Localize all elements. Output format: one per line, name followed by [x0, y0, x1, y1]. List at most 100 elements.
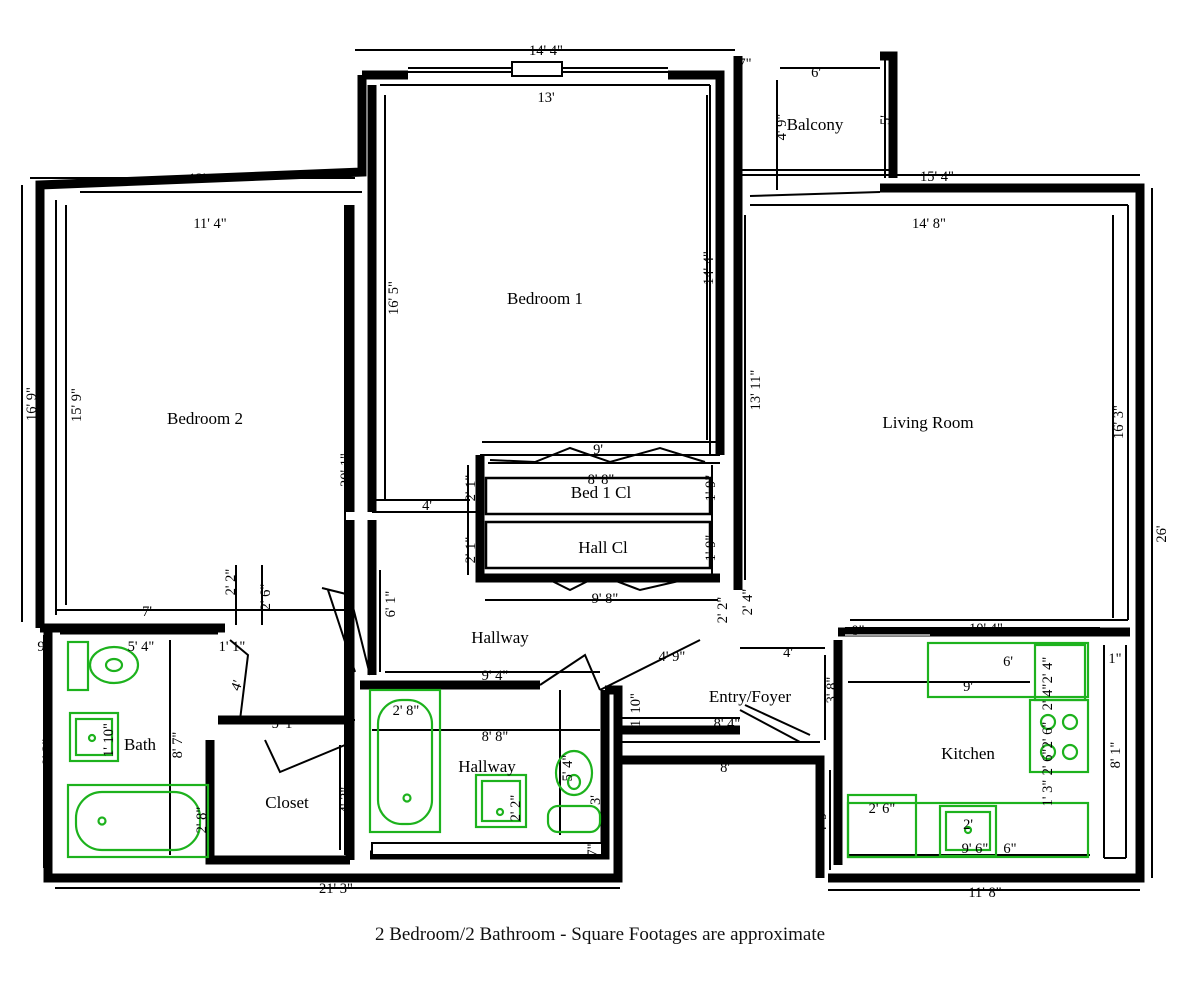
dim-label: 4'	[422, 498, 432, 514]
label-kitchen: Kitchen	[941, 744, 995, 763]
dim-label: 2' 6"	[1040, 722, 1056, 749]
dim-label: 2' 6"	[1040, 749, 1056, 776]
dim-label: 8' 8"	[588, 472, 615, 488]
dim-label: 4' 9"	[814, 807, 830, 834]
sink-bath	[68, 711, 120, 763]
bathtub-bath	[66, 783, 210, 859]
dim-label: 13' 11"	[748, 370, 764, 411]
dim-label: 13'	[537, 90, 554, 106]
label-living-room: Living Room	[882, 413, 973, 432]
dim-label: 26'	[1154, 525, 1170, 542]
dim-label: 9'	[593, 442, 603, 458]
label-hallway-main: Hallway	[471, 628, 529, 647]
dim-label: 6'	[811, 65, 821, 81]
toilet-hallway-bath	[546, 749, 602, 834]
dim-label: 2' 8"	[194, 807, 210, 834]
dim-label: 2' 6"	[258, 584, 274, 611]
label-entry-foyer: Entry/Foyer	[709, 687, 791, 706]
dim-label: 5' 4"	[560, 755, 576, 782]
dim-label: 9"	[37, 639, 50, 655]
dim-label: 4' 3"	[338, 787, 354, 814]
dim-label: 2' 2"	[715, 597, 731, 624]
dim-label: 2' 4"	[740, 589, 756, 616]
dim-label: 5' 1"	[272, 716, 299, 732]
kitchen-stove	[1028, 698, 1090, 774]
dim-label: 5'	[878, 115, 894, 125]
label-balcony: Balcony	[787, 115, 844, 134]
dim-label: 5' 4"	[128, 639, 155, 655]
sink-hallway-bath	[474, 773, 528, 829]
dim-label: 11' 8"	[968, 885, 1001, 901]
dim-label: 4' 9"	[774, 114, 790, 141]
dim-label: 9' 3"	[40, 739, 56, 766]
dim-label: 1' 10"	[628, 693, 644, 727]
dim-label: 8' 8"	[482, 729, 509, 745]
dim-label: 2' 2"	[508, 795, 524, 822]
dim-label: 9'	[963, 679, 973, 695]
floor-plan-caption: 2 Bedroom/2 Bathroom - Square Footages a…	[374, 924, 826, 945]
dim-label: 6'	[1003, 654, 1013, 670]
dim-label: 6"	[1003, 841, 1016, 857]
dim-label: 9' 6"	[962, 841, 989, 857]
dimension-labels: 14' 4" 13' 6' 7" 12' 11' 4" 15' 4" 14' 8…	[24, 43, 1170, 901]
room-labels: Bedroom 1 Bedroom 2 Living Room Balcony …	[124, 115, 995, 812]
dim-label: 6' 1"	[383, 591, 399, 618]
dim-label: 1' 9"	[703, 535, 719, 562]
dim-label: 14' 8"	[912, 216, 946, 232]
dim-label: 4' 9"	[659, 649, 686, 665]
dim-label: 15' 4"	[920, 169, 954, 185]
inner-lines	[55, 84, 1129, 859]
label-bedroom-2: Bedroom 2	[167, 409, 243, 428]
dim-label: 7'	[142, 604, 152, 620]
dim-label: 1' 3"	[1040, 780, 1056, 807]
dim-label: 16' 9"	[24, 387, 40, 421]
label-closet: Closet	[265, 793, 309, 812]
dim-label: 2'	[963, 817, 973, 833]
dim-label: 3'	[588, 795, 604, 805]
dim-label: 4'	[228, 678, 246, 693]
toilet-bath	[66, 640, 140, 692]
dim-label: 2' 6"	[869, 801, 896, 817]
fixtures	[66, 634, 1090, 859]
kitchen-upper-counter	[926, 641, 1090, 699]
dim-label: 8' 7"	[170, 732, 186, 759]
dim-label: 1' 1"	[219, 639, 246, 655]
label-bath: Bath	[124, 735, 157, 754]
label-bedroom-1: Bedroom 1	[507, 289, 583, 308]
dim-label: 16' 3"	[1111, 405, 1127, 439]
dim-label: 14' 4"	[529, 43, 563, 59]
dim-label: 11' 4"	[193, 216, 226, 232]
kitchen-left-counter	[846, 793, 918, 859]
dimension-lines	[21, 49, 1153, 891]
dim-label: 2' 1"	[463, 475, 479, 502]
dim-label: 15' 9"	[69, 388, 85, 422]
dim-label: 1' 10"	[101, 723, 117, 757]
dim-label: 10' 4"	[969, 621, 1003, 637]
dim-label: 1"	[1108, 651, 1121, 667]
dim-label: 14' 4"	[701, 251, 717, 285]
dim-label: 4'	[783, 645, 793, 661]
dim-label: 2' 4"	[1040, 657, 1056, 684]
dim-label: 2' 1"	[463, 537, 479, 564]
dim-label: 7"	[585, 843, 601, 856]
dim-label: 16' 5"	[386, 281, 402, 315]
dim-label: 0"	[851, 623, 864, 639]
dim-label: 2' 8"	[393, 703, 420, 719]
dim-label: 12'	[188, 171, 205, 187]
dim-label: 9' 8"	[592, 591, 619, 607]
bathtub-hallway-bath	[368, 688, 442, 834]
dim-label: 2' 4"	[1040, 684, 1056, 711]
dim-label: 8' 4"	[714, 716, 741, 732]
dim-label: 2' 2"	[223, 569, 239, 596]
dim-label: 1' 9"	[703, 475, 719, 502]
dim-label: 8'	[720, 760, 730, 776]
dim-label: 20' 1"	[338, 453, 354, 487]
dim-label: 3' 8"	[824, 677, 840, 704]
dim-label: 21' 3"	[319, 881, 353, 897]
kitchen-sink	[938, 804, 998, 858]
label-bed1-closet: Bed 1 Cl	[571, 483, 632, 502]
doors	[229, 446, 811, 856]
dim-label: 7"	[738, 56, 751, 72]
dim-label: 8' 1"	[1108, 742, 1124, 769]
